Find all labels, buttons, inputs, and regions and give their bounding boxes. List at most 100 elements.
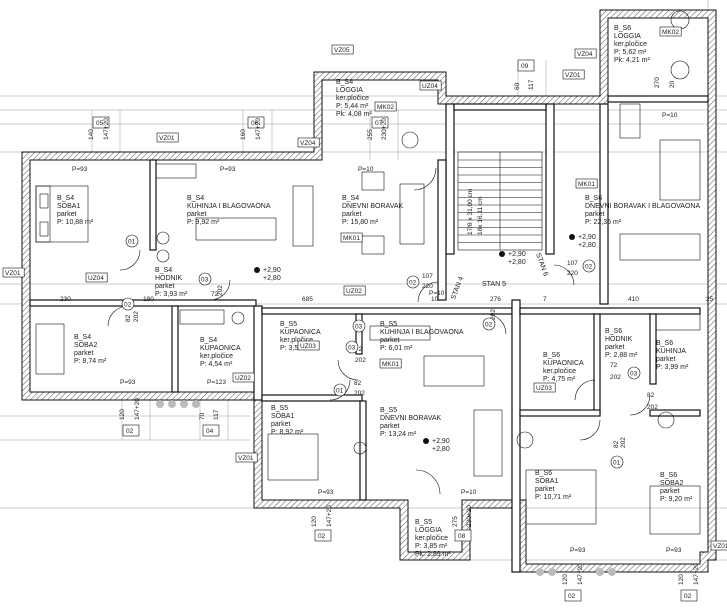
- room-title: SOBA1: [535, 478, 558, 485]
- room-finish: parket: [535, 486, 555, 493]
- staircase: 17/8 x 31,00 cm 18x 16,11 cm STAN 4 STAN…: [450, 151, 549, 301]
- window-code: 07: [371, 116, 389, 129]
- dimension: 147+20: [103, 118, 110, 140]
- dimension: P=93: [318, 489, 334, 496]
- tag-box: [2, 267, 25, 278]
- level-mark: +2,90+2,80: [423, 438, 450, 453]
- element-tag: UZ03: [533, 382, 556, 393]
- code-box: [564, 589, 582, 602]
- room-code: B_S6: [660, 472, 677, 479]
- dimension: P=10: [662, 112, 678, 119]
- marker-circle: [333, 383, 347, 397]
- dimension: 202: [610, 374, 621, 381]
- code-text: 02: [684, 593, 692, 600]
- room-finish: ker.pločice: [415, 535, 448, 542]
- level-symbol: [423, 438, 429, 444]
- tag-text: UZ04: [88, 275, 104, 282]
- code-text: 02: [568, 593, 576, 600]
- stan5-label: STAN 5: [482, 281, 506, 288]
- room-finish: ker.pločice: [543, 368, 576, 375]
- element-tag: UZ04: [85, 272, 108, 283]
- dimension: P=93: [666, 547, 682, 554]
- room-pk: Pk: 4,08 m²: [336, 111, 372, 118]
- element-tag: MK01: [575, 178, 598, 189]
- dimension: 147+20: [326, 505, 333, 527]
- window-code: 09: [517, 59, 535, 72]
- room-finish: parket: [74, 350, 94, 357]
- door-marker: 02: [582, 259, 596, 273]
- tag-box: [379, 358, 402, 369]
- tag-box: [297, 340, 320, 351]
- room-title: KUHINJA: [656, 348, 686, 355]
- interior-walls: [29, 95, 709, 573]
- marker-circle: [610, 455, 624, 469]
- room-area: P: 2,88 m²: [605, 352, 638, 359]
- room-code: B_S5: [271, 405, 288, 412]
- room-code: B_S4: [336, 79, 353, 86]
- door-marker: 03: [627, 366, 641, 380]
- dimension: 10: [431, 296, 439, 303]
- tag-box: [85, 272, 108, 283]
- dimension: 117: [213, 409, 220, 420]
- window-code: 02: [564, 589, 582, 602]
- room-title: LOGGIA: [614, 33, 641, 40]
- dimension: 147+20: [577, 563, 584, 585]
- door-marker: 02: [482, 317, 496, 331]
- drain-markers: [156, 400, 616, 576]
- dimension: P=10: [358, 166, 374, 173]
- room-code: B_S4: [155, 267, 172, 274]
- dimension: 117: [528, 79, 535, 90]
- room-title: LOGGIA: [415, 527, 442, 534]
- code-box: [371, 116, 389, 129]
- tag-box: [574, 48, 597, 59]
- tag-text: MK01: [578, 181, 595, 188]
- dimension: 202: [354, 390, 365, 397]
- dimension: 202: [647, 404, 658, 411]
- room-title: SOBA2: [660, 480, 683, 487]
- room-code: B_S4: [200, 337, 217, 344]
- tag-box: [235, 452, 258, 463]
- level-bottom: +2,80: [578, 242, 596, 249]
- room-pk: Pk: 4,21 m²: [614, 57, 650, 64]
- window-code: 08: [454, 529, 472, 542]
- dimension: 220: [422, 283, 433, 290]
- marker-text: 01: [613, 460, 621, 467]
- marker-text: 02: [409, 280, 417, 287]
- tag-text: MK01: [343, 235, 360, 242]
- tag-text: UZ03: [300, 343, 316, 350]
- tag-box: [343, 285, 366, 296]
- tag-text: VZ01: [713, 543, 727, 550]
- room-title: SOBA1: [57, 203, 80, 210]
- dimension: 20: [669, 80, 676, 88]
- level-bottom: +2,80: [432, 446, 450, 453]
- element-tag: MK02: [374, 101, 397, 112]
- room-finish: parket: [605, 344, 625, 351]
- dimension: 120: [562, 574, 569, 585]
- marker-circle: [345, 340, 359, 354]
- dimension: 82: [354, 380, 362, 387]
- room-area: P: 10,88 m²: [57, 219, 94, 226]
- element-tag: VZ01: [235, 452, 258, 463]
- tag-text: VZ04: [300, 140, 316, 147]
- room-title: HODNIK: [605, 336, 633, 343]
- marker-text: 01: [336, 388, 344, 395]
- dimension: 410: [628, 296, 639, 303]
- level-symbol: [499, 251, 505, 257]
- room-title: KUPAONICA: [280, 329, 321, 336]
- level-symbol: [254, 267, 260, 273]
- room-code: B_S4: [187, 195, 204, 202]
- dimension: 202: [490, 309, 497, 320]
- window-code: 02: [314, 529, 332, 542]
- marker-circle: [627, 366, 641, 380]
- dimension: 180: [143, 296, 154, 303]
- room-area: P: 9,92 m²: [187, 219, 220, 226]
- dimension: 82: [613, 440, 620, 448]
- dimension: 230: [60, 296, 71, 303]
